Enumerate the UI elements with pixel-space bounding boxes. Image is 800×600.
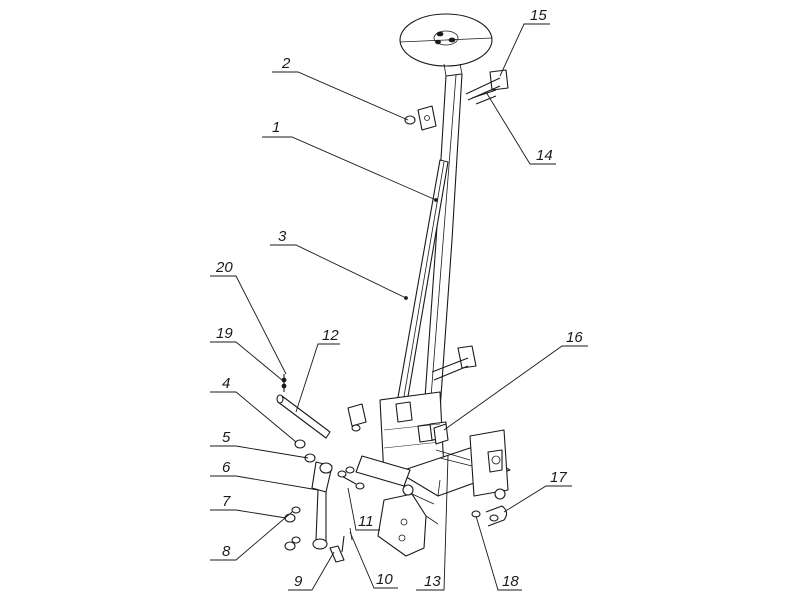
u-bolt [471, 505, 508, 527]
callout-13: 13 [424, 573, 441, 590]
callout-15: 15 [530, 7, 547, 24]
callout-6: 6 [222, 459, 231, 476]
callout-17: 17 [550, 469, 567, 486]
callout-14: 14 [536, 147, 553, 164]
nut-part-4 [294, 439, 306, 449]
base-frame [377, 391, 511, 557]
washer-part-5 [304, 453, 316, 463]
disc [399, 13, 493, 67]
shaft-part-12 [276, 394, 331, 439]
callout-4: 4 [222, 375, 230, 392]
part-16-block [433, 423, 449, 445]
callout-9: 9 [294, 573, 303, 590]
callout-7: 7 [222, 493, 231, 510]
callout-1: 1 [272, 119, 280, 136]
pins-part-9-10 [329, 527, 353, 563]
callout-20: 20 [215, 259, 233, 276]
callout-18: 18 [502, 573, 519, 590]
callout-8: 8 [222, 543, 231, 560]
callout-3: 3 [278, 228, 287, 245]
leader-lines [210, 23, 588, 591]
linkage-arm [355, 449, 473, 496]
nuts-part-7-8 [284, 506, 301, 551]
callout-11: 11 [358, 513, 374, 530]
pin-part-19 [281, 374, 287, 392]
callout-19: 19 [216, 325, 233, 342]
upper-clamp [404, 69, 509, 131]
callout-labels: 1 2 3 4 5 6 7 8 9 10 11 12 13 14 15 16 1… [215, 7, 583, 590]
middle-clamp [347, 345, 477, 432]
callout-5: 5 [222, 429, 231, 446]
bolt-part-11 [337, 466, 365, 490]
callout-2: 2 [281, 55, 291, 72]
callout-10: 10 [376, 571, 393, 588]
link-part-6 [311, 461, 333, 550]
callout-16: 16 [566, 329, 583, 346]
callout-12: 12 [322, 327, 339, 344]
